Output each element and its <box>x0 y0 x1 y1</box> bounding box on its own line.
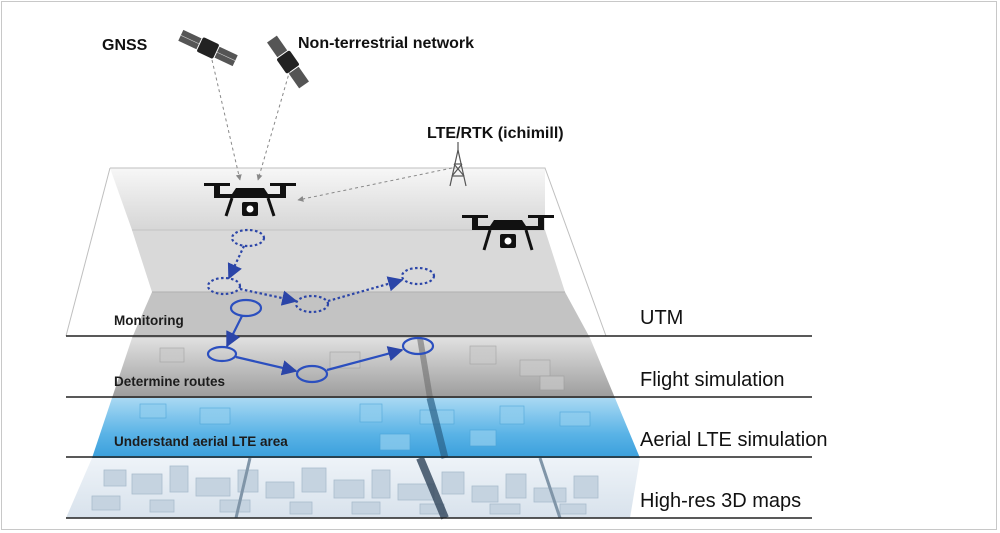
route-waypoint <box>294 294 330 314</box>
high-res-3d-maps-label: High-res 3D maps <box>640 490 801 512</box>
drone-icon <box>204 183 296 217</box>
route-waypoint <box>230 228 266 248</box>
route-waypoint <box>206 276 242 296</box>
determine-routes-label: Determine routes <box>114 374 225 389</box>
utm-label: UTM <box>640 307 683 329</box>
lte-rtk-label: LTE/RTK (ichimill) <box>427 125 564 142</box>
satellite-icon <box>267 35 309 89</box>
radio-tower-icon <box>449 142 467 187</box>
aerial-lte-area-label: Understand aerial LTE area <box>114 434 288 449</box>
flight-sim-layer <box>112 337 615 399</box>
gnss-label: GNSS <box>102 37 148 54</box>
aerial-lte-simulation-label: Aerial LTE simulation <box>640 429 827 451</box>
signal-lines <box>211 59 453 202</box>
satellite-icon <box>178 29 238 67</box>
layer-baselines <box>66 335 812 519</box>
route-waypoint <box>229 298 263 318</box>
flight-simulation-label: Flight simulation <box>640 369 785 391</box>
route-waypoint <box>400 266 436 286</box>
city-blocks <box>91 465 599 515</box>
maps-layer <box>66 456 640 520</box>
route-waypoint <box>401 336 435 356</box>
ntn-label: Non-terrestrial network <box>298 35 474 52</box>
aerial-lte-layer <box>92 397 640 459</box>
route-waypoint <box>206 345 238 363</box>
planned-route <box>206 298 435 384</box>
monitoring-label: Monitoring <box>114 313 184 328</box>
monitored-route <box>206 228 436 314</box>
drone-icon <box>462 215 554 251</box>
